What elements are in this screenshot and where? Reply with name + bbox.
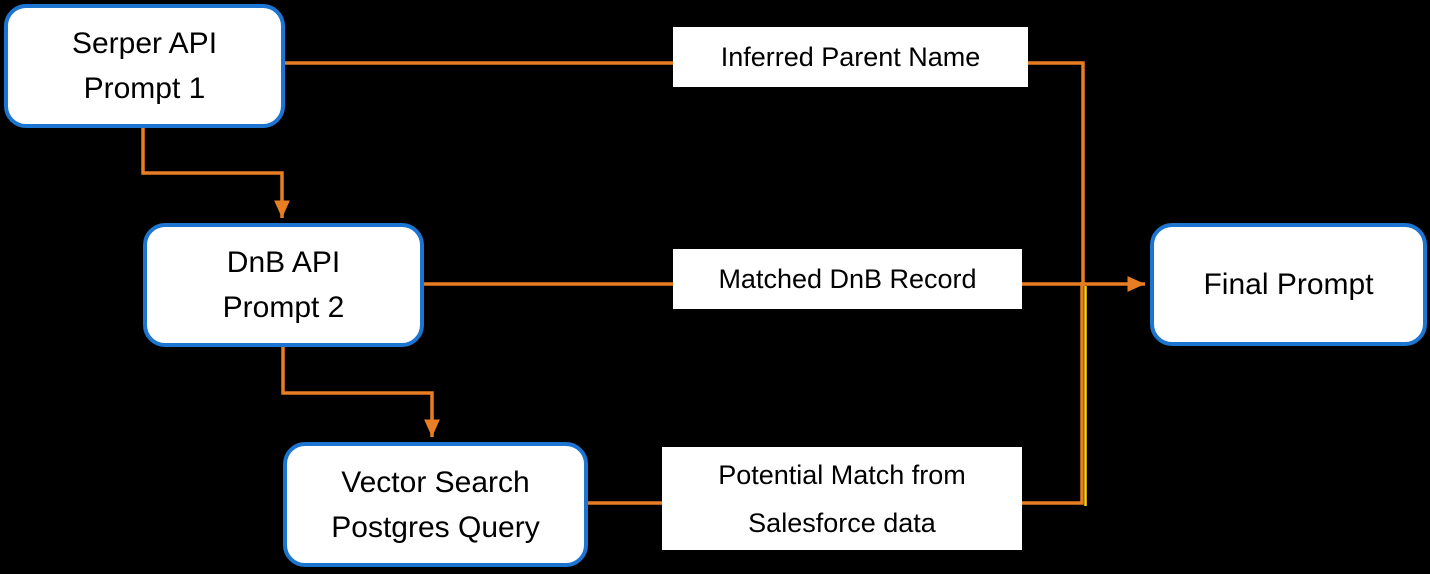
node-vector-search-postgres-query: Vector Search Postgres Query	[283, 442, 588, 567]
edge-label-matched-dnb-record: Matched DnB Record	[673, 249, 1022, 309]
node-final-prompt: Final Prompt	[1150, 223, 1427, 346]
node-final-label: Final Prompt	[1203, 268, 1374, 301]
node-serper-api-prompt-1: Serper API Prompt 1	[4, 4, 285, 128]
connector-potential-label-to-junction	[1022, 282, 1084, 505]
node-vector-label: Vector Search Postgres Query	[331, 465, 540, 544]
connector-inferred-label-to-junction	[1026, 61, 1085, 286]
node-dnb-api-prompt-2: DnB API Prompt 2	[143, 223, 424, 347]
edge-label-inferred-text: Inferred Parent Name	[720, 42, 981, 72]
node-dnb-label: DnB API Prompt 2	[222, 246, 345, 324]
connector-serper-to-dnb-arrow	[141, 126, 290, 218]
edge-label-potential-match-salesforce: Potential Match from Salesforce data	[662, 447, 1022, 550]
node-serper-label: Serper API Prompt 1	[71, 27, 218, 105]
connector-dnb-to-vector-arrow	[281, 345, 440, 437]
edge-label-potential-text: Potential Match from Salesforce data	[718, 459, 966, 538]
edge-label-matched-text: Matched DnB Record	[718, 264, 977, 294]
edge-label-inferred-parent-name: Inferred Parent Name	[673, 27, 1028, 87]
